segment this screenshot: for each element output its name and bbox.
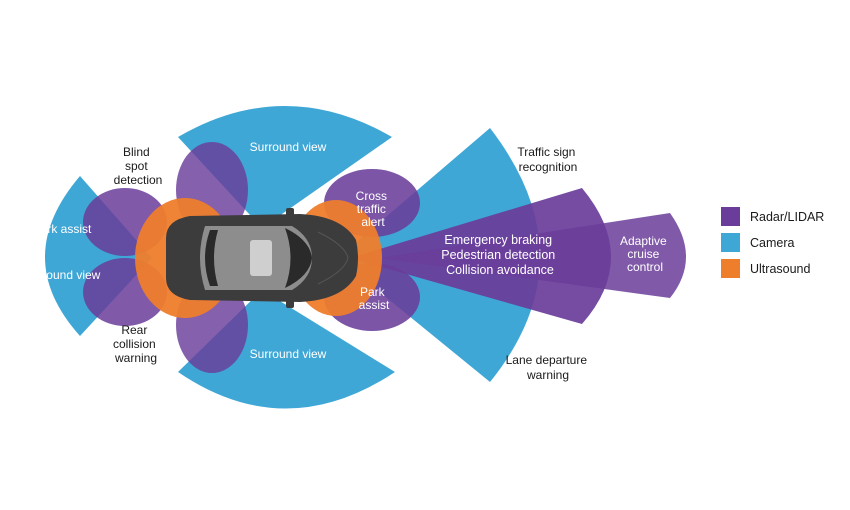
label-cross-traffic: Cross traffic alert — [356, 189, 391, 229]
label-traffic-sign: Traffic sign recognition — [517, 145, 578, 174]
label-surround-view-bottom: Surround view — [250, 347, 327, 361]
camera-zone-surround-top — [178, 106, 392, 228]
legend-swatch-radar — [721, 207, 740, 226]
label-surround-view-rear: Surround view — [24, 268, 101, 282]
legend-swatch-ultrasound — [721, 259, 740, 278]
legend-label-camera: Camera — [750, 236, 795, 250]
car-rear-window — [205, 230, 218, 286]
car-windshield — [285, 228, 312, 288]
car-mirror-top — [286, 208, 294, 217]
label-park-assist-front: Park assist — [359, 285, 390, 312]
label-lane-departure: Lane departure warning — [506, 353, 591, 382]
legend-item-radar: Radar/LIDAR — [721, 207, 824, 226]
zone-labels: Surround view Surround view Park assist … — [24, 140, 670, 382]
radar-zone-front-mid — [350, 188, 611, 324]
label-surround-view-top: Surround view — [250, 140, 327, 154]
car-hood-line — [317, 231, 349, 285]
legend-item-camera: Camera — [721, 233, 795, 252]
legend-swatch-camera — [721, 233, 740, 252]
car-mirror-bottom — [286, 299, 294, 308]
legend: Radar/LIDAR Camera Ultrasound — [721, 207, 824, 278]
label-park-assist-rear: Park assist — [33, 222, 92, 236]
legend-label-ultrasound: Ultrasound — [750, 262, 810, 276]
label-rear-collision: Rear collision warning — [113, 323, 159, 365]
camera-zone-rear — [45, 176, 152, 336]
legend-label-radar: Radar/LIDAR — [750, 210, 824, 224]
car-sunroof — [250, 240, 272, 276]
label-adaptive-cruise: Adaptive cruise control — [620, 234, 670, 274]
label-blind-spot: Blind spot detection — [114, 145, 163, 187]
legend-item-ultrasound: Ultrasound — [721, 259, 810, 278]
label-front-radar: Emergency braking Pedestrian detection C… — [441, 233, 558, 277]
car-top-view — [166, 208, 358, 308]
